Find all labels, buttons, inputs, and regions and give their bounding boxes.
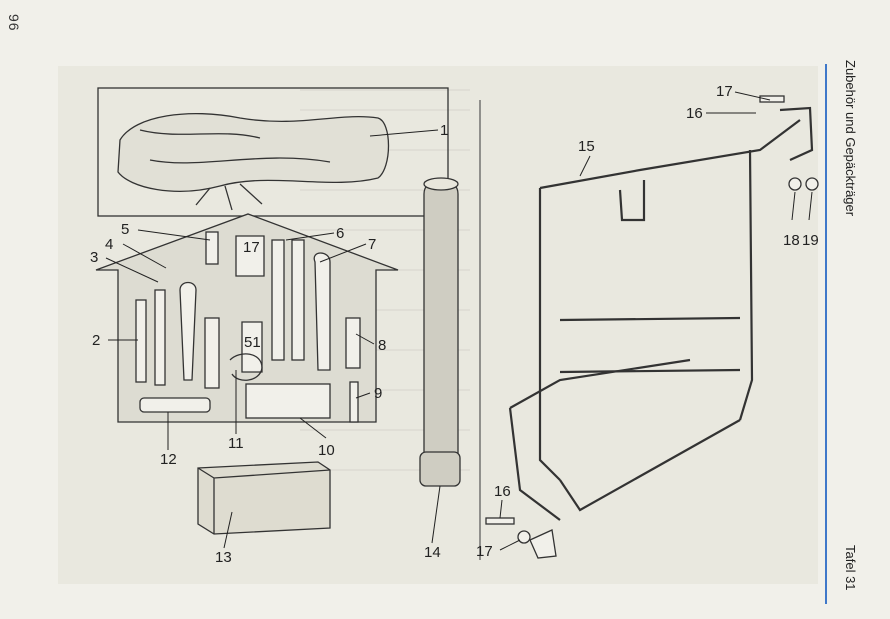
- callout-12: 12: [160, 451, 177, 468]
- callout-4: 4: [105, 236, 113, 253]
- callout-5: 5: [121, 221, 129, 238]
- callout-1: 1: [440, 122, 448, 139]
- tool-mark-17: 17: [243, 239, 260, 256]
- callout-6: 6: [336, 225, 344, 242]
- callout-19: 19: [802, 232, 819, 249]
- carrier-bolts: [485, 95, 819, 559]
- tool-mark-51: 51: [244, 334, 261, 351]
- tool-roll: [117, 113, 390, 211]
- tool-set: [135, 231, 361, 423]
- callout-14: 14: [424, 544, 441, 561]
- callout-13: 13: [215, 549, 232, 566]
- callout-17-top: 17: [716, 83, 733, 100]
- callout-2: 2: [92, 332, 100, 349]
- air-pump: [419, 177, 461, 487]
- tool-roll-frame: [97, 87, 449, 217]
- callout-17-bottom: 17: [476, 543, 493, 560]
- callout-16-bottom: 16: [494, 483, 511, 500]
- callout-15: 15: [578, 138, 595, 155]
- callout-10: 10: [318, 442, 335, 459]
- callout-11: 11: [228, 435, 244, 452]
- margin-rule: [825, 64, 827, 604]
- callout-18: 18: [783, 232, 800, 249]
- luggage-carrier: [508, 106, 814, 521]
- callout-16-top: 16: [686, 105, 703, 122]
- callout-8: 8: [378, 337, 386, 354]
- leader-lines: [105, 91, 813, 551]
- small-box: [197, 461, 331, 535]
- callout-7: 7: [368, 236, 376, 253]
- callout-3: 3: [90, 249, 98, 266]
- callout-9: 9: [374, 385, 382, 402]
